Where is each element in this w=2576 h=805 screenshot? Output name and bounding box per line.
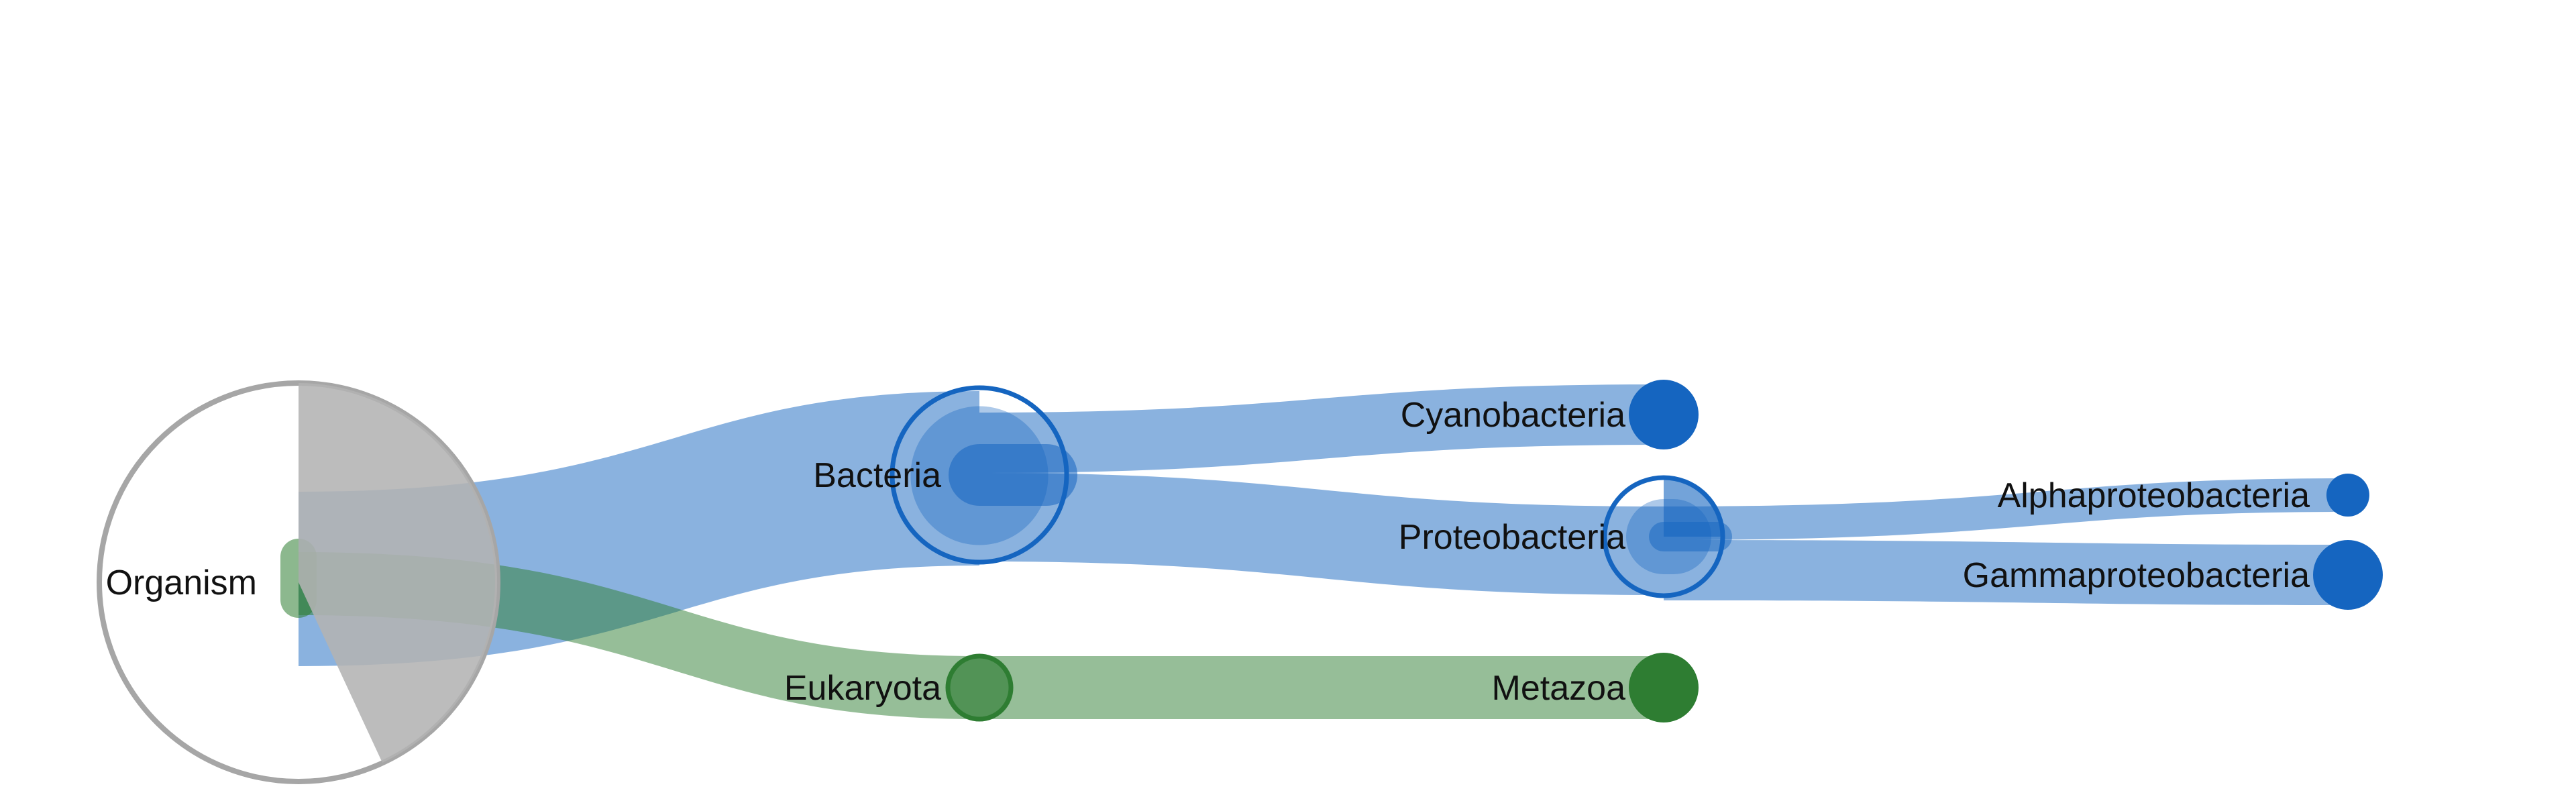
label-bacteria[interactable]: Bacteria — [813, 456, 941, 495]
bacteria-ring — [890, 385, 1069, 565]
label-metazoa[interactable]: Metazoa — [1492, 669, 1626, 708]
proteobacteria-wedge — [1664, 478, 1723, 537]
node-metazoa[interactable] — [1629, 653, 1699, 722]
node-alphaproteobacteria[interactable] — [2326, 474, 2369, 517]
link-bacteria-proteobacteria — [979, 473, 1664, 595]
organism-wedge — [299, 383, 498, 763]
node-organism[interactable] — [97, 380, 500, 784]
cyanobacteria-circle — [1629, 380, 1699, 449]
label-eukaryota[interactable]: Eukaryota — [784, 669, 941, 708]
link-bacteria-cyanobacteria — [979, 384, 1664, 473]
eukaryota-circle — [945, 653, 1014, 722]
node-cyanobacteria[interactable] — [1629, 380, 1699, 449]
link-proteobacteria-alphaproteobacteria — [1664, 478, 2348, 540]
links-layer — [299, 384, 2348, 719]
metazoa-circle — [1629, 653, 1699, 722]
labels-layer: Organism Bacteria Eukaryota Cyanobacteri… — [106, 396, 2310, 708]
link-proteobacteria-gammaproteobacteria — [1664, 540, 2348, 605]
label-cyanobacteria[interactable]: Cyanobacteria — [1401, 396, 1625, 435]
alphaproteobacteria-circle — [2326, 474, 2369, 517]
label-alphaproteobacteria[interactable]: Alphaproteobacteria — [1998, 476, 2310, 515]
node-proteobacteria[interactable] — [1602, 475, 1725, 598]
nodes-layer — [97, 380, 2383, 784]
label-organism[interactable]: Organism — [106, 564, 257, 602]
label-proteobacteria[interactable]: Proteobacteria — [1399, 518, 1625, 557]
link-eukaryota-metazoa — [979, 656, 1664, 719]
node-eukaryota[interactable] — [945, 653, 1014, 722]
gammaproteobacteria-circle — [2313, 540, 2383, 610]
label-gammaproteobacteria[interactable]: Gammaproteobacteria — [1963, 556, 2310, 595]
node-bacteria[interactable] — [890, 385, 1069, 565]
node-gammaproteobacteria[interactable] — [2313, 540, 2383, 610]
